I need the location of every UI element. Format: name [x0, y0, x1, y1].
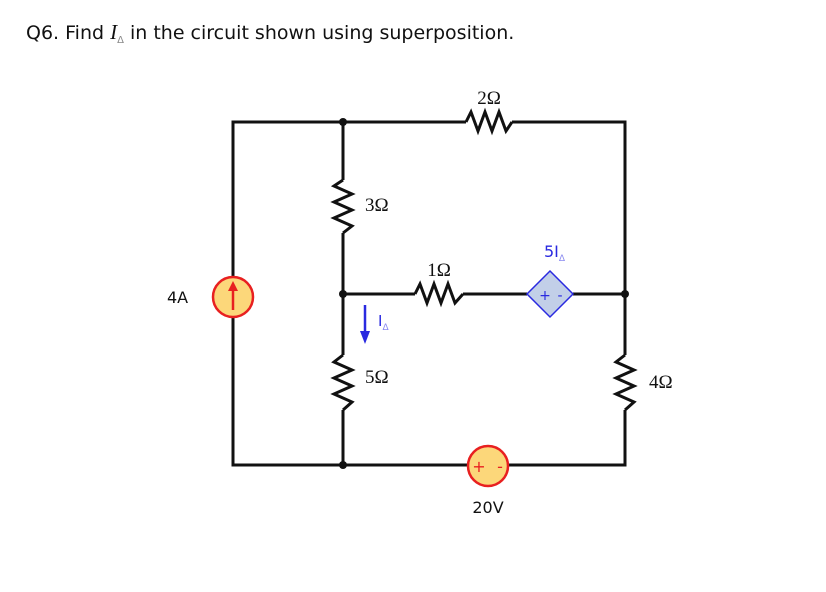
question-prefix: Q6. Find [26, 22, 111, 44]
resistor-2ohm [464, 107, 514, 136]
label-4a: 4A [167, 288, 188, 307]
label-5ohm: 5Ω [365, 367, 389, 388]
current-indicator [360, 305, 370, 344]
arrow-up-head-icon [228, 281, 238, 291]
label-i-delta: IΔ [378, 312, 389, 333]
resistor-3ohm [330, 178, 356, 235]
label-20v: 20V [472, 498, 503, 517]
label-3ohm: 3Ω [365, 195, 389, 216]
wire-bottom-right [507, 410, 627, 467]
question-variable: I [110, 20, 118, 44]
voltage-source-circle [466, 444, 510, 488]
wire-top-left [231, 120, 466, 282]
dep-label-sub: Δ [559, 254, 566, 264]
question-text: Q6. Find IΔ in the circuit shown using s… [26, 20, 514, 46]
arrow-down-head-icon [360, 331, 370, 344]
resistor-1ohm [413, 279, 465, 308]
node-mid-left [339, 290, 347, 298]
vs-minus-sign: - [497, 457, 503, 476]
resistor-4ohm [612, 353, 638, 412]
diamond-icon [525, 269, 575, 319]
dep-plus-sign: + [539, 288, 551, 304]
vs-plus-sign: + [472, 457, 485, 476]
voltage-source-20v: + - [466, 444, 510, 488]
wire-bottom-left [231, 313, 469, 467]
label-2ohm: 2Ω [477, 88, 501, 109]
i-delta-sub: Δ [382, 323, 389, 333]
label-1ohm: 1Ω [427, 260, 451, 281]
label-dependent-source: 5IΔ [544, 242, 566, 264]
wires [231, 120, 627, 467]
current-source-4a [211, 275, 255, 319]
resistor-5ohm [330, 353, 356, 412]
dep-label-main: 5I [544, 242, 559, 261]
question-variable-subscript: Δ [117, 35, 124, 46]
node-bottom-mid [339, 461, 347, 469]
node-mid-right [621, 290, 629, 298]
dependent-voltage-source: + - [525, 269, 575, 319]
node-top-mid [339, 118, 347, 126]
dep-minus-sign: - [557, 288, 562, 304]
i-delta-main: I [378, 312, 382, 330]
label-4ohm: 4Ω [649, 372, 673, 393]
wire-top-right [512, 120, 627, 294]
question-suffix: in the circuit shown using superposition… [123, 22, 515, 44]
